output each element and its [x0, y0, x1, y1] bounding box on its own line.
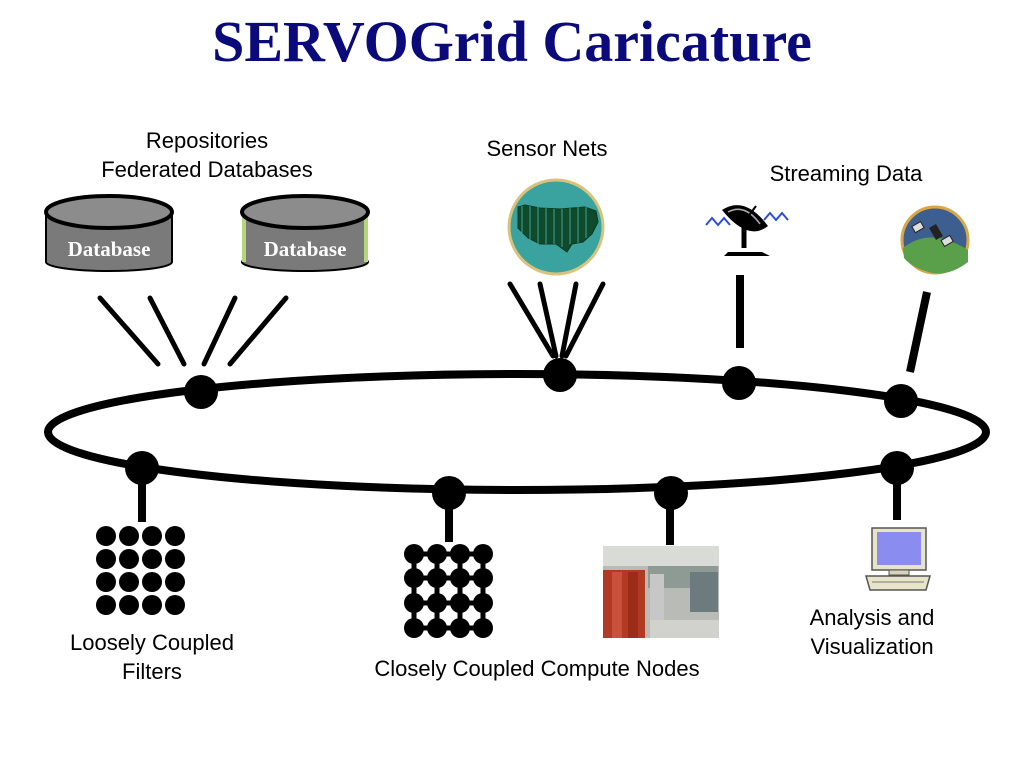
page-title: SERVOGrid Caricature [212, 9, 812, 74]
analysis-label-line1: Analysis and [809, 605, 935, 630]
repositories-label-line1: Repositories [145, 128, 269, 153]
ring-nodes [125, 358, 918, 510]
analysis-label: Analysis and Visualization [772, 603, 972, 661]
database-label: Database [264, 237, 347, 261]
database-connectors [97, 295, 289, 367]
loosely-coupled-label-line1: Loosely Coupled [70, 630, 234, 655]
closely-coupled-label: Closely Coupled Compute Nodes [374, 656, 700, 681]
repositories-label: Repositories Federated Databases [67, 126, 347, 184]
ring-node-room [654, 476, 688, 510]
database-cylinder: Database [240, 194, 370, 272]
streaming-data-label: Streaming Data [769, 161, 923, 186]
ring-node-databases [184, 375, 218, 409]
satellite-orbit-icon [900, 205, 970, 275]
server-room-photo-icon [603, 546, 719, 638]
closely-coupled-nodes-grid [404, 544, 493, 638]
database-cylinder: Database [44, 194, 174, 272]
ring-node-filters [125, 451, 159, 485]
ring-node-antenna [722, 366, 756, 400]
sensor-nets-label: Sensor Nets [486, 136, 608, 161]
grid-ring [44, 370, 990, 494]
analysis-label-line2: Visualization [810, 634, 934, 659]
satellite-dish-icon [705, 205, 789, 256]
loosely-coupled-label: Loosely Coupled Filters [42, 628, 262, 686]
satellite-connector [906, 291, 931, 373]
ring-node-analysis [880, 451, 914, 485]
loosely-coupled-label-line2: Filters [122, 659, 182, 684]
sensor-connectors [507, 281, 606, 359]
computer-monitor-icon [865, 527, 931, 591]
ring-node-closely [432, 476, 466, 510]
repositories-label-line2: Federated Databases [101, 157, 313, 182]
loosely-coupled-filters-grid [96, 526, 185, 615]
ring-node-satellite [884, 384, 918, 418]
database-label: Database [68, 237, 151, 261]
ring-node-sensors [543, 358, 577, 392]
us-map-globe-icon [507, 178, 605, 276]
